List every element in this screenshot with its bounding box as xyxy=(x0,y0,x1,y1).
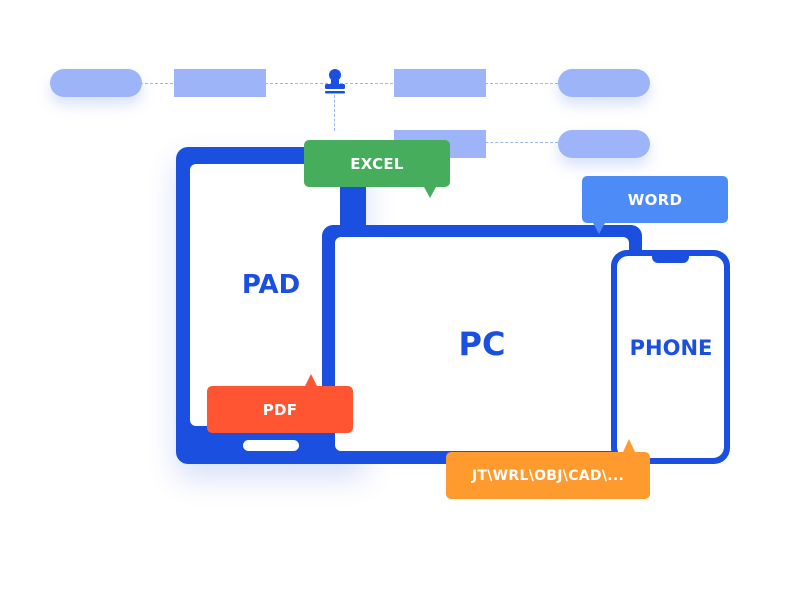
pc-screen xyxy=(335,237,629,451)
pc-device xyxy=(322,225,642,464)
phone-device xyxy=(611,250,730,464)
workflow-end-node xyxy=(558,69,650,97)
workflow-connector xyxy=(140,83,558,84)
workflow-branch-connector xyxy=(334,95,335,131)
word-format-tag: WORD xyxy=(582,176,728,223)
word-tag-pointer xyxy=(593,223,605,234)
cad-formats-tag: JT\WRL\OBJ\CAD\... xyxy=(446,452,650,499)
workflow-branch-end-node xyxy=(558,130,650,158)
excel-tag-pointer xyxy=(424,187,436,198)
pdf-format-tag: PDF xyxy=(207,386,353,433)
pdf-tag-pointer xyxy=(305,374,317,386)
workflow-start-node xyxy=(50,69,142,97)
pad-label: PAD xyxy=(241,270,301,300)
pc-label: PC xyxy=(458,325,506,363)
phone-label: PHONE xyxy=(629,336,713,360)
phone-notch xyxy=(652,256,689,263)
cad-formats-tag-pointer xyxy=(623,439,635,452)
approval-stamp-icon xyxy=(322,68,348,96)
excel-format-tag: EXCEL xyxy=(304,140,450,187)
workflow-step-node xyxy=(174,69,266,97)
phone-screen xyxy=(617,256,724,458)
workflow-step-node xyxy=(394,69,486,97)
pad-home-button xyxy=(243,440,299,451)
